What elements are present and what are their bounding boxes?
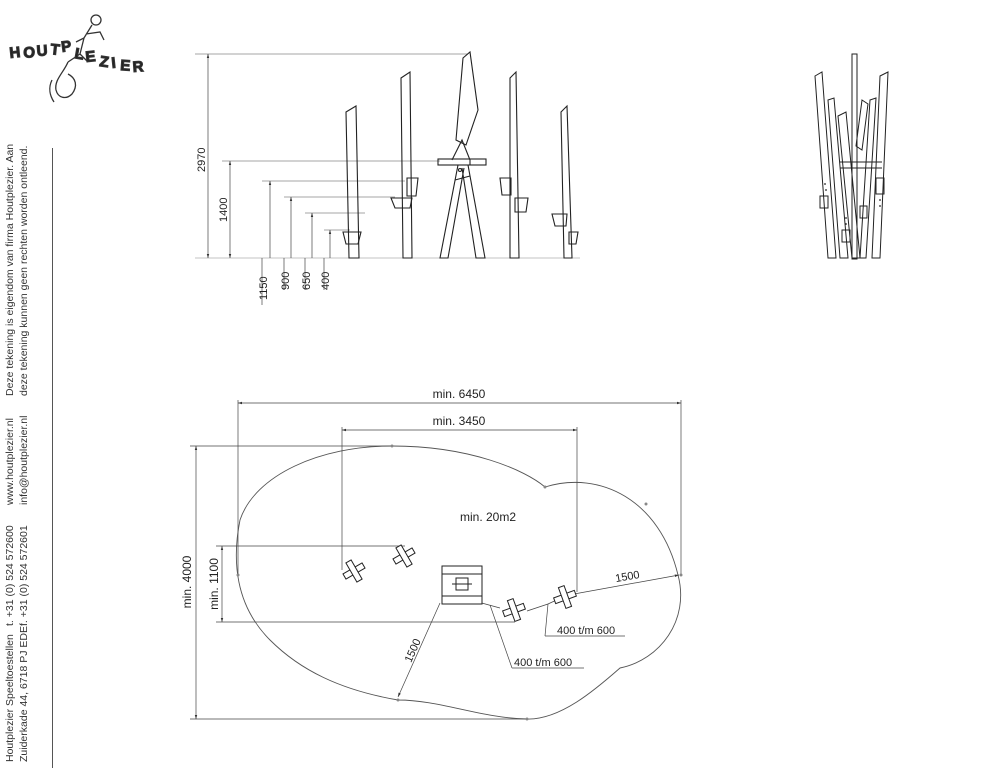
svg-text:Z: Z [98,53,109,71]
dim-step-1150: 1150 [258,276,270,300]
svg-text:E: E [120,57,131,75]
area-label: min. 20m2 [460,510,516,524]
front-elevation-view [195,50,580,305]
dim-step-900: 900 [280,272,292,290]
spacing-label-lower: 400 t/m 600 [514,657,572,669]
dim-clearance-right: 1500 [614,569,640,585]
svg-text:R: R [132,58,144,76]
dim-step-650: 650 [301,272,313,290]
dim-clearance-bottom: 1500 [403,637,424,664]
svg-text:U: U [36,42,48,60]
side-elevation-view [814,53,889,260]
dim-min-length-inner: min. 3450 [433,414,486,428]
dim-total-height: 2970 [196,148,208,172]
svg-text:T: T [50,41,61,59]
dim-step-400: 400 [320,272,332,290]
svg-text:L: L [73,45,85,63]
dim-min-width-outer: min. 4000 [180,555,194,608]
dim-min-width-inner: min. 1100 [207,558,221,610]
dim-min-length-outer: min. 6450 [433,387,486,401]
svg-text:O: O [23,44,36,62]
sidebar-divider [52,148,53,768]
plan-view [190,400,683,721]
svg-text:I: I [111,55,117,72]
svg-text:E: E [85,48,97,66]
svg-text:P: P [60,38,72,56]
svg-text:H: H [9,44,22,62]
spacing-label-upper: 400 t/m 600 [557,625,615,637]
houtplezier-logo: H O U T P L E Z I E R [6,10,156,105]
dim-platform-height: 1400 [218,198,230,222]
title-block-sidebar: H O U T P L E Z I E R Houtplezier Speelt… [0,0,145,775]
